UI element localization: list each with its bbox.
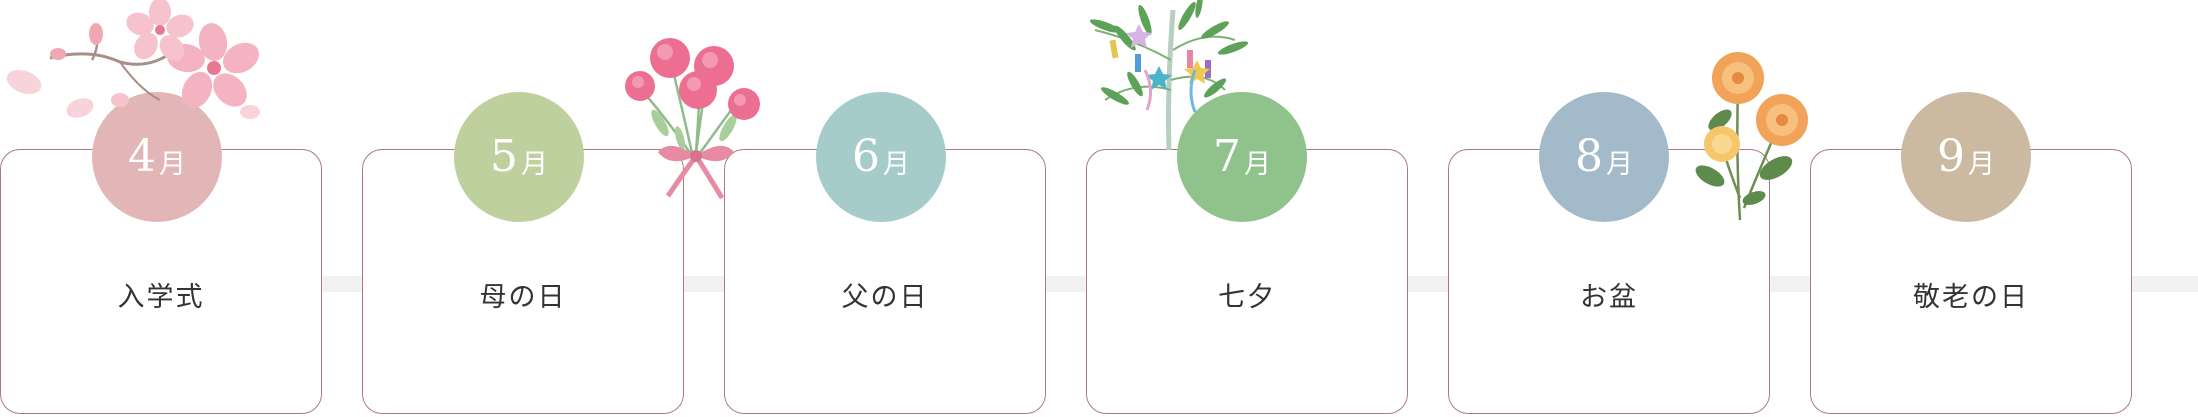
chrysanthemum-icon [1695, 52, 1808, 221]
month-unit: 月 [1606, 148, 1633, 180]
month-number: 9 [1937, 131, 1965, 182]
event-name: 入学式 [117, 282, 205, 313]
timeline-connector [684, 276, 724, 292]
cherry-blossom-icon [6, 0, 260, 119]
carnation-bouquet-icon [625, 38, 760, 200]
month-number: 7 [1213, 131, 1241, 182]
month-unit: 月 [1244, 148, 1271, 180]
bamboo-tanabata-icon [1089, 0, 1249, 151]
event-name: 敬老の日 [1913, 282, 2029, 313]
month-unit: 月 [1968, 148, 1995, 180]
month-number: 4 [128, 131, 156, 182]
event-name: 父の日 [841, 282, 929, 313]
month-number: 5 [490, 131, 518, 182]
timeline-connector [2132, 276, 2198, 292]
event-name: 母の日 [479, 282, 567, 313]
event-name: お盆 [1580, 282, 1638, 313]
timeline-connector [322, 276, 362, 292]
month-unit: 月 [883, 148, 910, 180]
month-unit: 月 [521, 148, 548, 180]
timeline-connector [1770, 276, 1810, 292]
month-number: 6 [852, 131, 880, 182]
month-number: 8 [1575, 131, 1603, 182]
event-name: 七夕 [1218, 282, 1276, 313]
timeline-connector [1408, 276, 1448, 292]
month-unit: 月 [159, 148, 186, 180]
timeline-connector [1046, 276, 1086, 292]
